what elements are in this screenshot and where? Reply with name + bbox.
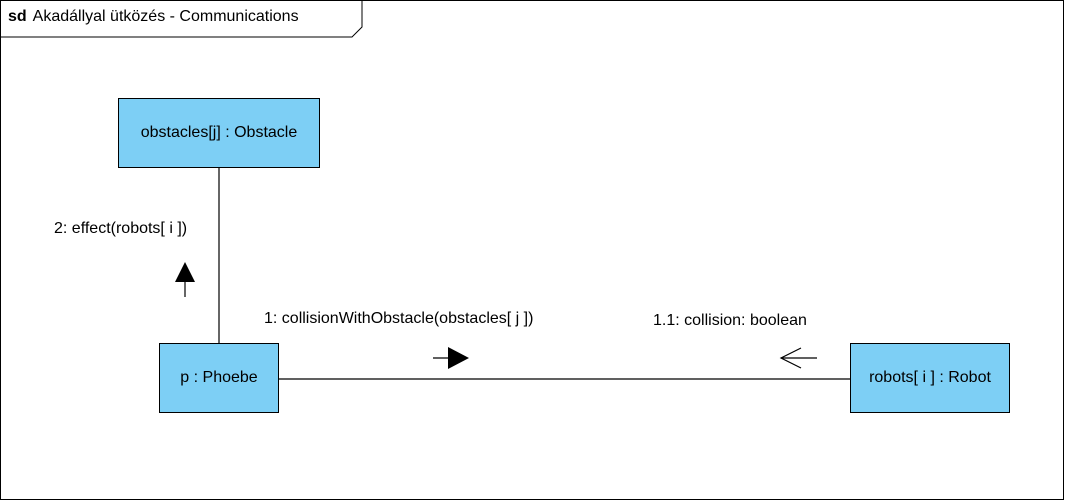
collision-message-arrow <box>433 347 469 369</box>
frame-tab: sd Akadállyal ütközés - Communications <box>0 0 362 37</box>
robot-object-label: robots[ i ] : Robot <box>869 369 991 386</box>
frame-title-text: Akadállyal ütközés - Communications <box>32 8 299 25</box>
frame-tab-outline <box>0 0 363 38</box>
collision-message-label[interactable]: 1: collisionWithObstacle(obstacles[ j ]) <box>264 310 534 327</box>
effect-message-label[interactable]: 2: effect(robots[ i ]) <box>54 220 188 237</box>
frame-title: sd Akadállyal ütközés - Communications <box>8 8 299 26</box>
frame-keyword: sd <box>8 8 27 25</box>
effect-message-arrow <box>175 262 195 297</box>
phoebe-object-label: p : Phoebe <box>180 369 258 386</box>
return-message-arrow <box>779 347 817 369</box>
obstacle-object-label: obstacles[j] : Obstacle <box>140 124 298 141</box>
obstacle-object[interactable]: obstacles[j] : Obstacle <box>118 98 320 168</box>
phoebe-object[interactable]: p : Phoebe <box>159 343 279 413</box>
return-message-label[interactable]: 1.1: collision: boolean <box>653 312 807 329</box>
robot-object[interactable]: robots[ i ] : Robot <box>850 343 1010 413</box>
